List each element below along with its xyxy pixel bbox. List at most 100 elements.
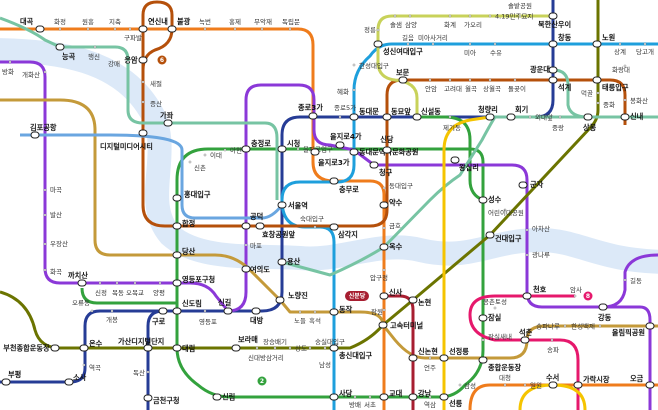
station-label[interactable]: 고속터미널 [390, 321, 423, 330]
station-transfer[interactable]: 가좌 [160, 111, 174, 127]
station-transfer[interactable]: 홍대입구 [172, 190, 211, 202]
transfer-station-marker[interactable] [35, 25, 45, 33]
line-line3[interactable] [468, 383, 658, 410]
station-label[interactable]: 논현 [418, 298, 431, 307]
station-stop[interactable]: 금호 [382, 222, 401, 230]
station-transfer[interactable]: 신내 [620, 112, 644, 121]
station-marker[interactable] [113, 27, 117, 31]
station-stop[interactable]: 종로5가 [334, 103, 356, 119]
station-transfer[interactable]: 동대문 [349, 107, 379, 121]
station-marker[interactable] [43, 242, 47, 246]
station-stop[interactable]: 봉화산 [623, 96, 648, 105]
station-stop[interactable]: 수유 [490, 42, 502, 57]
station-marker[interactable] [493, 306, 497, 310]
transfer-station-marker[interactable] [231, 344, 241, 352]
station-marker[interactable] [563, 324, 567, 328]
station-transfer[interactable]: 노원 [592, 33, 615, 48]
station-stop[interactable]: 영등포 [199, 309, 217, 326]
station-label[interactable]: 용산 [287, 257, 301, 266]
station-stop[interactable]: 화곡 [43, 268, 62, 276]
transfer-station-marker[interactable] [439, 393, 449, 401]
station-marker[interactable] [273, 346, 277, 350]
transfer-station-marker[interactable] [408, 354, 418, 362]
station-marker[interactable] [525, 253, 529, 257]
station-marker[interactable] [503, 208, 507, 212]
station-label[interactable]: 잠실 [488, 313, 502, 322]
station-label[interactable]: 효창공원앞 [262, 230, 295, 239]
station-stop[interactable]: 장승배기 [263, 337, 287, 350]
station-label[interactable]: 신내 [630, 112, 644, 121]
station-label[interactable]: 중랑 [552, 124, 564, 132]
station-marker[interactable] [43, 188, 47, 192]
transfer-station-marker[interactable] [329, 393, 339, 401]
station-marker[interactable] [525, 228, 529, 232]
station-label[interactable]: 목동 [112, 289, 124, 297]
station-stop[interactable]: 송파 [547, 338, 559, 354]
station-label[interactable]: 노들 [294, 317, 306, 325]
station-label[interactable]: 시청 [287, 139, 300, 148]
station-label[interactable]: 성신여대입구 [383, 47, 423, 56]
transfer-station-marker[interactable] [548, 76, 558, 84]
station-label[interactable]: 김포공항 [30, 123, 57, 132]
station-marker[interactable] [382, 268, 386, 272]
station-label[interactable]: 방배 [349, 400, 361, 409]
station-transfer[interactable]: 사당 [329, 389, 353, 401]
station-label[interactable]: 광운대 [530, 65, 550, 74]
transfer-station-marker[interactable] [478, 356, 488, 364]
station-label[interactable]: 한성대입구 [359, 61, 389, 70]
station-label[interactable]: 대청 [499, 374, 511, 382]
station-stop[interactable]: 역곡 [82, 363, 101, 372]
station-transfer[interactable]: 강동 [598, 303, 612, 322]
station-marker[interactable] [428, 356, 432, 360]
station-transfer[interactable]: 천호 [522, 285, 547, 300]
station-transfer[interactable]: 디지털미디어시티 [100, 129, 153, 151]
station-transfer[interactable]: 잠실 [478, 313, 502, 322]
station-marker[interactable] [43, 70, 47, 74]
station-label[interactable]: 당산 [182, 247, 196, 256]
station-label[interactable]: 길음 [402, 34, 414, 42]
transfer-station-marker[interactable] [548, 381, 558, 389]
station-label[interactable]: 디지털미디어시티 [100, 142, 153, 151]
station-marker[interactable] [203, 309, 207, 313]
station-label[interactable]: 총신대입구 [339, 351, 372, 360]
station-stop[interactable]: 양평 [153, 281, 165, 297]
transfer-station-marker[interactable] [645, 322, 655, 330]
transfer-station-marker[interactable] [277, 258, 287, 266]
station-marker[interactable] [408, 14, 412, 18]
station-stop[interactable]: 남성 [319, 346, 331, 369]
station-stop[interactable]: 오목교 [126, 281, 144, 297]
station-label[interactable]: 수유 [490, 49, 502, 57]
station-label[interactable]: 온수 [89, 339, 103, 348]
station-marker[interactable] [481, 338, 485, 342]
station-transfer[interactable]: 총신대입구 [329, 344, 372, 360]
station-transfer[interactable]: 영등포구청 [172, 275, 215, 287]
station-label[interactable]: 독립문 [282, 18, 300, 26]
station-label[interactable]: 태릉입구 [602, 83, 629, 92]
station-marker[interactable] [596, 91, 600, 95]
transfer-station-marker[interactable] [518, 181, 528, 189]
station-transfer[interactable]: 석계 [548, 76, 572, 92]
station-marker[interactable] [368, 395, 372, 399]
station-stop[interactable]: 한성대입구 [352, 61, 389, 70]
transfer-station-marker[interactable] [548, 12, 558, 20]
station-label[interactable]: 안암 [425, 84, 437, 93]
station-label[interactable]: 독산 [133, 368, 145, 377]
station-marker[interactable] [468, 78, 472, 82]
station-transfer[interactable]: 올림픽공원 [612, 322, 655, 337]
transfer-station-marker[interactable] [172, 194, 182, 202]
station-marker[interactable] [298, 310, 302, 314]
station-transfer[interactable]: 까치산 [68, 271, 88, 287]
station-label[interactable]: 영등포구청 [182, 275, 215, 284]
station-transfer[interactable]: 왕십리 [450, 156, 479, 172]
station-stop[interactable]: 목동 [112, 281, 124, 297]
station-transfer[interactable]: 약수 [379, 198, 403, 209]
station-marker[interactable] [313, 310, 317, 314]
transfer-station-marker[interactable] [450, 156, 460, 164]
transfer-station-marker[interactable] [373, 40, 383, 48]
station-stop[interactable]: 독산 [133, 368, 150, 377]
station-stop[interactable]: 이대 [203, 151, 222, 160]
transfer-station-marker[interactable] [241, 265, 251, 273]
station-marker[interactable] [618, 42, 622, 46]
station-transfer[interactable]: 부평 [1, 370, 21, 386]
station-stop[interactable]: 발산 [43, 210, 62, 219]
